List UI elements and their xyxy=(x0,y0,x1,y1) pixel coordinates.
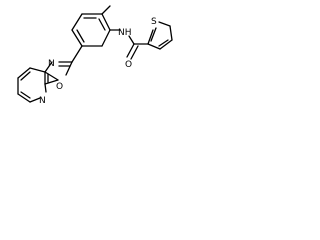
bond-carbonyl-o xyxy=(126,43,135,58)
pyridine-ring xyxy=(17,67,47,103)
molecule-diagram: N O N NH O S xyxy=(0,0,191,120)
atom-o-oxazole: O xyxy=(56,82,63,92)
atom-s-thiophene: S xyxy=(151,17,157,27)
atom-n-oxazole: N xyxy=(48,59,55,69)
bond-nh-carbonyl xyxy=(128,35,135,45)
benzene-ring xyxy=(71,13,111,47)
bond-methyl xyxy=(101,5,111,15)
thiophene-ring xyxy=(147,21,173,50)
oxazole-ring xyxy=(44,61,73,85)
atom-nh-amide: NH xyxy=(118,28,132,38)
bond-ring-oxazole xyxy=(71,45,83,63)
atom-n-pyridine: N xyxy=(39,96,46,106)
atom-o-carbonyl: O xyxy=(125,60,132,70)
structure-drawing: N O N NH O S xyxy=(17,5,173,106)
